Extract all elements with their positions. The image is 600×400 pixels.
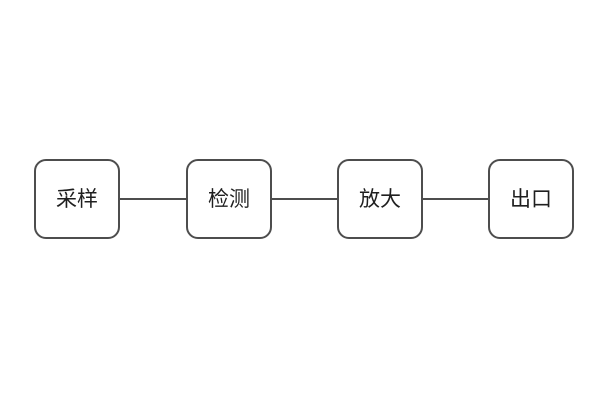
node-amplification: 放大 — [337, 159, 423, 239]
connector-detection-amplification — [272, 198, 337, 200]
node-amplification-label: 放大 — [359, 187, 401, 211]
node-outlet: 出口 — [488, 159, 574, 239]
node-detection-label: 检测 — [208, 187, 250, 211]
node-sampling: 采样 — [34, 159, 120, 239]
node-outlet-label: 出口 — [510, 187, 552, 211]
connector-amplification-outlet — [423, 198, 488, 200]
node-detection: 检测 — [186, 159, 272, 239]
connector-sampling-detection — [120, 198, 186, 200]
node-sampling-label: 采样 — [56, 187, 98, 211]
